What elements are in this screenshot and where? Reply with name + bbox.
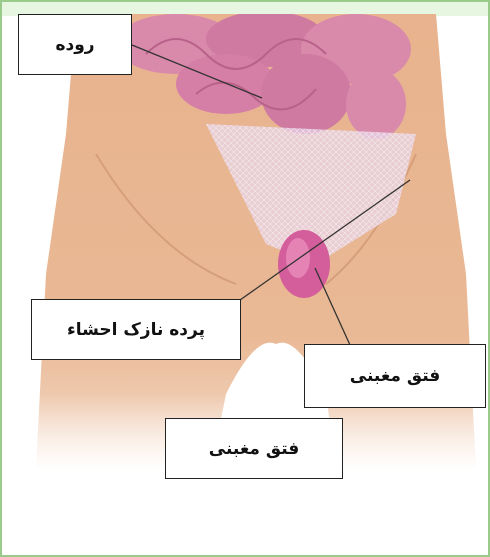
label-intestine: روده xyxy=(18,14,132,75)
leader-line-intestine xyxy=(132,45,262,98)
leader-line-hernia xyxy=(315,268,350,345)
leader-line-peritoneum xyxy=(240,180,410,300)
label-inguinal-hernia-right: فتق مغبنی xyxy=(304,344,486,408)
label-inguinal-hernia-bottom: فتق مغبنی xyxy=(165,418,343,479)
label-peritoneum: پرده نازک احشاء xyxy=(31,299,241,360)
